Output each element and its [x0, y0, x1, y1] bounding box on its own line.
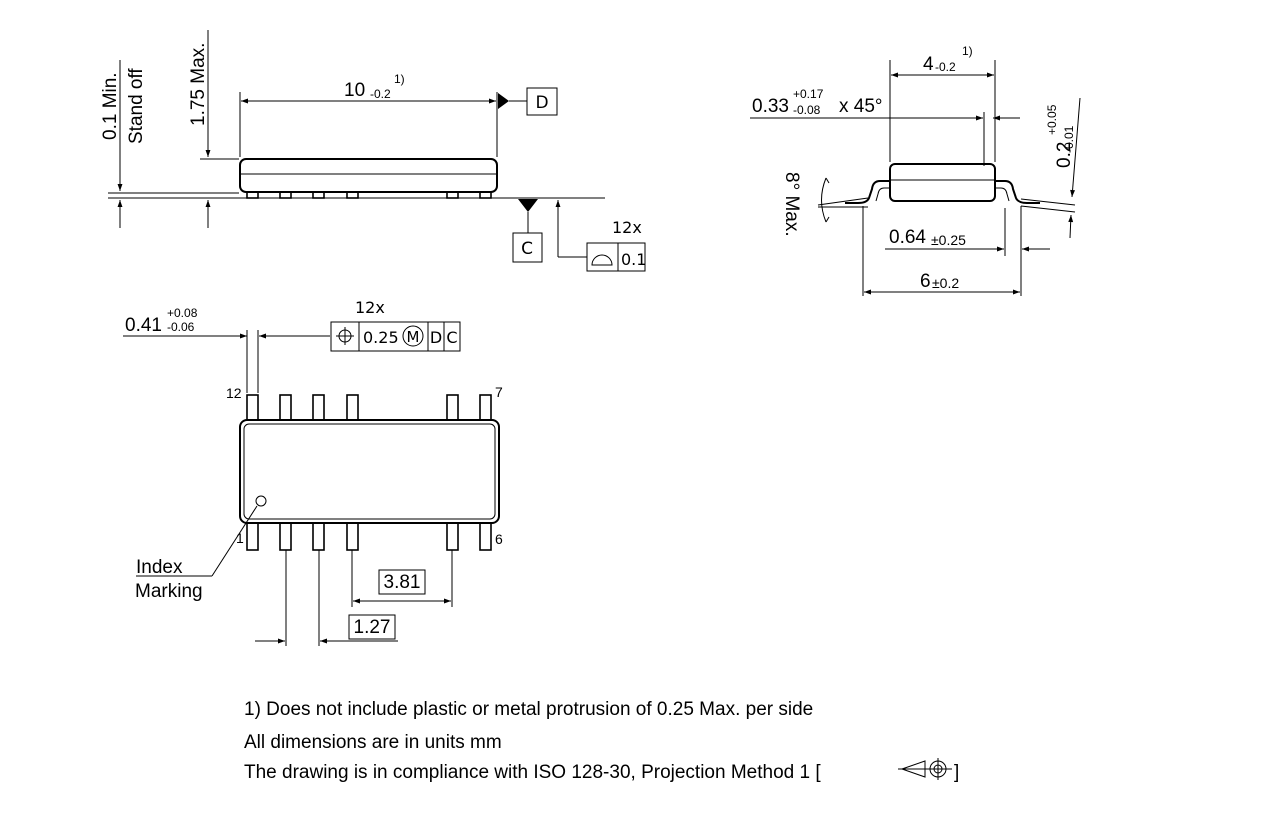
- pin-number-12: 12: [226, 385, 242, 401]
- gap-dim-value: 3.81: [384, 572, 421, 593]
- pitch-dim-box: [348, 614, 396, 640]
- pin-number-7: 7: [495, 384, 503, 400]
- overall-width-value: 6: [920, 271, 931, 292]
- bottom-lead: [446, 522, 459, 551]
- pin-number-6: 6: [495, 531, 503, 547]
- width-dim-value: 4: [923, 54, 934, 75]
- chamfer-tol-minus: -0.08: [793, 103, 821, 117]
- length-dim-value: 10: [344, 80, 365, 101]
- bottom-lead: [479, 522, 492, 551]
- end-package-body: [889, 163, 996, 202]
- gap-dim-box: [378, 569, 426, 595]
- top-lead: [279, 394, 292, 421]
- chamfer-tol-plus: +0.17: [793, 87, 824, 101]
- top-lead: [312, 394, 325, 421]
- position-datum-1: D: [430, 328, 442, 347]
- foot-length-value: 0.64: [889, 227, 926, 248]
- index-label-line2: Marking: [135, 581, 203, 602]
- end-lead-left: [845, 180, 890, 204]
- profile-surface-icon: [591, 254, 613, 266]
- lead-thickness-tol-minus: -0.01: [1062, 125, 1076, 153]
- width-dim-tol: -0.2: [935, 60, 956, 74]
- top-lead: [446, 394, 459, 421]
- notes: 1) Does not include plastic or metal pro…: [244, 699, 959, 783]
- top-view: 0.41 +0.08 -0.06 12x 0.25 M D C 12 7 1 6…: [123, 298, 503, 646]
- side-package-body: [239, 158, 498, 193]
- top-lead: [246, 394, 259, 421]
- chamfer-value: 0.33: [752, 96, 789, 117]
- footnote-ref: 1): [394, 72, 405, 86]
- note-projection: The drawing is in compliance with ISO 12…: [244, 762, 821, 783]
- note-protrusion: 1) Does not include plastic or metal pro…: [244, 699, 813, 720]
- lead-width-value: 0.41: [125, 315, 162, 336]
- datum-c-label: C: [521, 239, 533, 259]
- coplanarity-frame: [586, 242, 646, 272]
- position-datum-2: C: [446, 328, 457, 347]
- note-units: All dimensions are in units mm: [244, 732, 502, 753]
- projection-method-icon: [898, 758, 952, 780]
- lead-thickness-tol-plus: +0.05: [1045, 104, 1059, 135]
- standoff-min-label: 0.1 Min.: [100, 72, 121, 140]
- pitch-dim-value: 1.27: [354, 617, 391, 638]
- position-modifier: M: [407, 328, 420, 346]
- coplanarity-count: 12x: [612, 218, 642, 237]
- datum-d-label: D: [535, 93, 548, 113]
- lead-width-tol-plus: +0.08: [167, 306, 198, 320]
- position-icon: [336, 327, 354, 345]
- datum-c-box: [512, 232, 543, 263]
- end-lead-right: [995, 180, 1040, 204]
- mmc-circle: [402, 325, 424, 347]
- end-view: 4 -0.2 1) 0.33 +0.17 -0.08 x 45° 0.2 +0.…: [750, 44, 1081, 296]
- top-package-body: [239, 419, 500, 524]
- index-label-line1: Index: [136, 557, 183, 578]
- index-marking-dot: [255, 495, 267, 507]
- pin-number-1: 1: [236, 530, 244, 546]
- note-projection-end: ]: [954, 762, 959, 783]
- position-count: 12x: [355, 298, 385, 317]
- position-value: 0.25: [363, 328, 399, 347]
- bottom-lead: [246, 522, 259, 551]
- datum-d-box: [526, 87, 558, 116]
- lead-width-tol-minus: -0.06: [167, 320, 195, 334]
- side-view: 10 -0.2 1) D 1.75 Max. 0.1 Min. Stand of…: [100, 30, 646, 272]
- bottom-lead: [279, 522, 292, 551]
- foot-length-tol: ±0.25: [931, 232, 966, 248]
- overall-width-tol: ±0.2: [932, 275, 959, 291]
- length-dim-tol: -0.2: [370, 87, 391, 101]
- bottom-lead: [312, 522, 325, 551]
- top-lead: [479, 394, 492, 421]
- standoff-label: Stand off: [126, 68, 147, 144]
- top-lead: [346, 394, 359, 421]
- coplanarity-value: 0.1: [621, 250, 646, 269]
- bottom-lead: [346, 522, 359, 551]
- lead-thickness-value: 0.2: [1054, 142, 1075, 168]
- chamfer-angle: x 45°: [839, 96, 883, 117]
- angle-max-label: 8° Max.: [781, 172, 802, 237]
- height-max-label: 1.75 Max.: [188, 43, 209, 126]
- width-footnote-ref: 1): [962, 44, 973, 58]
